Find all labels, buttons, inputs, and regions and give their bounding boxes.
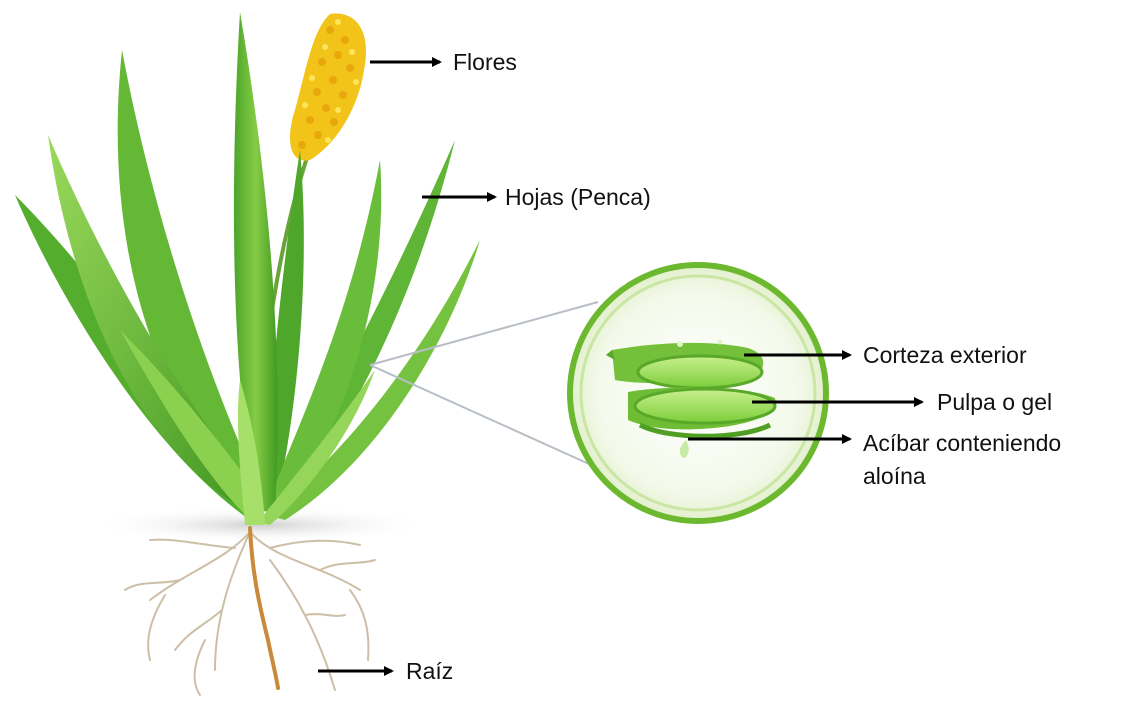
taproot <box>250 528 278 688</box>
label-flores: Flores <box>453 49 517 75</box>
label-raiz: Raíz <box>406 658 453 684</box>
label-pulpa: Pulpa o gel <box>937 389 1052 415</box>
cross-section-circle <box>570 265 826 521</box>
plant-leaves <box>15 12 480 525</box>
flower-cluster <box>290 13 366 160</box>
label-acibar-line1: Acíbar conteniendo <box>863 430 1061 456</box>
label-corteza: Corteza exterior <box>863 342 1027 368</box>
label-acibar-line2: aloína <box>863 463 926 489</box>
label-hojas: Hojas (Penca) <box>505 184 651 210</box>
